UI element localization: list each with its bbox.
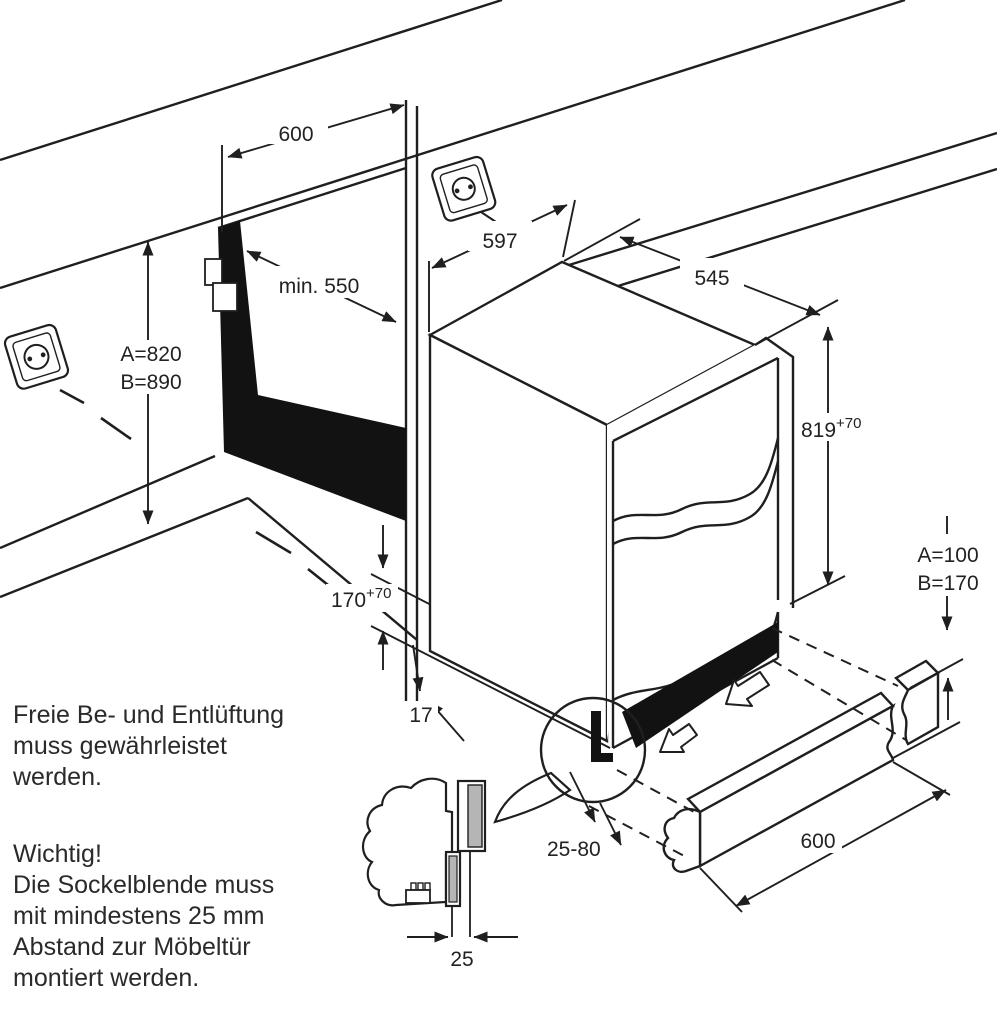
toe-gap-shadow: [622, 622, 778, 748]
dim-plinth-height-b-label: B=170: [917, 572, 978, 595]
door-break-wave-lower: [612, 460, 780, 546]
plinth-detail-section: [362, 777, 487, 937]
note-ventilation-line2: muss gewährleistet: [13, 732, 227, 760]
dim-appliance-depth-label: 545: [694, 267, 729, 290]
dim-niche-width-label: 600: [278, 123, 313, 146]
dim-appliance-height-label: 819+70: [801, 415, 862, 442]
niche-sidewall-step-2: [212, 282, 238, 312]
niche-top-edge: [217, 166, 407, 230]
counter-front-edge-lower: [617, 167, 997, 288]
detail-foot-ridge-3: [424, 882, 431, 891]
detail-foot-ridge-1: [410, 882, 417, 891]
counter-front-edge-upper: [568, 131, 997, 267]
niche-cutout: [204, 221, 406, 521]
detail-callout: [493, 696, 647, 824]
detail-appliance-foot: [405, 889, 431, 904]
dim-recess-depth-label: 17: [409, 704, 432, 727]
dim-appliance-height-ext: [789, 575, 846, 605]
dim-plinth-height-ext: [892, 658, 964, 759]
note-important-line4: Abstand zur Möbeltür: [13, 933, 251, 961]
floor-edge-left-2: [0, 496, 249, 599]
insert-direction-arrows: [659, 671, 770, 753]
dim-appliance-depth-ext: [563, 218, 839, 346]
wall-continuation-tick-1: [59, 388, 85, 405]
detail-furniture-door-core: [467, 784, 483, 848]
plinth-end-profile: [662, 807, 702, 873]
wall-continuation-tick-2: [100, 416, 132, 441]
appliance: [427, 260, 795, 750]
floor-edge-left-1: [0, 454, 216, 550]
note-important-line2: Die Sockelblende muss: [13, 871, 274, 899]
note-important-line1: Wichtig!: [13, 840, 102, 868]
detail-cloud-outline: [362, 777, 454, 907]
dim-recess-height-label: 170+70: [331, 585, 392, 612]
dim-plinth-gap-a: [569, 771, 596, 823]
dim-niche-height-b-label: B=890: [120, 371, 181, 394]
dim-niche-height-a-label: A=820: [120, 343, 181, 366]
power-socket-icon-left-wall: [3, 323, 70, 390]
dim-niche-depth-label: min. 550: [279, 275, 360, 298]
appliance-door-top-edge: [612, 356, 779, 443]
callout-tail: [493, 771, 572, 824]
callout-circle: [539, 696, 647, 804]
detail-projection-lines: [451, 851, 471, 937]
notes-block: Freie Be- und Entlüftung muss gewährleis…: [12, 701, 284, 992]
wall-top-edge: [0, 0, 503, 162]
door-break-wave-upper: [612, 437, 780, 523]
dim-plinth-gap-b: [599, 802, 622, 846]
detail-foot-ridge-2: [417, 882, 424, 891]
detail-plinth-core: [448, 855, 458, 903]
dim-recess-depth-a: [412, 644, 424, 692]
dimension-labels: 600 min. 550 597 545 A=820 B=890 819+70 …: [110, 114, 979, 971]
dim-plinth-length-label: 600: [800, 830, 835, 853]
floor-edge-depth: [247, 497, 418, 641]
dim-plinth-gap-label: 25-80: [547, 838, 601, 861]
wall-counter-junction: [0, 0, 906, 290]
plinth-edge-mark: [591, 711, 613, 762]
note-ventilation-line3: werden.: [12, 763, 102, 791]
dim-appliance-width-label: 597: [482, 230, 517, 253]
note-ventilation-line1: Freie Be- und Entlüftung: [13, 701, 284, 729]
power-socket-icon-back-wall: [431, 155, 506, 229]
block-arrow-icon-small: [659, 723, 698, 753]
dim-plinth-length-ext: [699, 761, 951, 913]
floor-continuation-tick-1: [255, 530, 292, 555]
dim-plinth-height-a-label: A=100: [917, 544, 978, 567]
plinth-end-piece-front: [901, 670, 940, 746]
dim-clearance-label: 25: [450, 948, 473, 971]
note-important-line5: montiert werden.: [13, 964, 199, 992]
block-arrow-icon-large: [725, 671, 770, 707]
note-important-line3: mit mindestens 25 mm: [13, 902, 264, 930]
niche-shadow: [218, 221, 406, 521]
plinth-insert-guides: [588, 627, 907, 859]
niche-sidewall-step-1: [204, 258, 223, 286]
